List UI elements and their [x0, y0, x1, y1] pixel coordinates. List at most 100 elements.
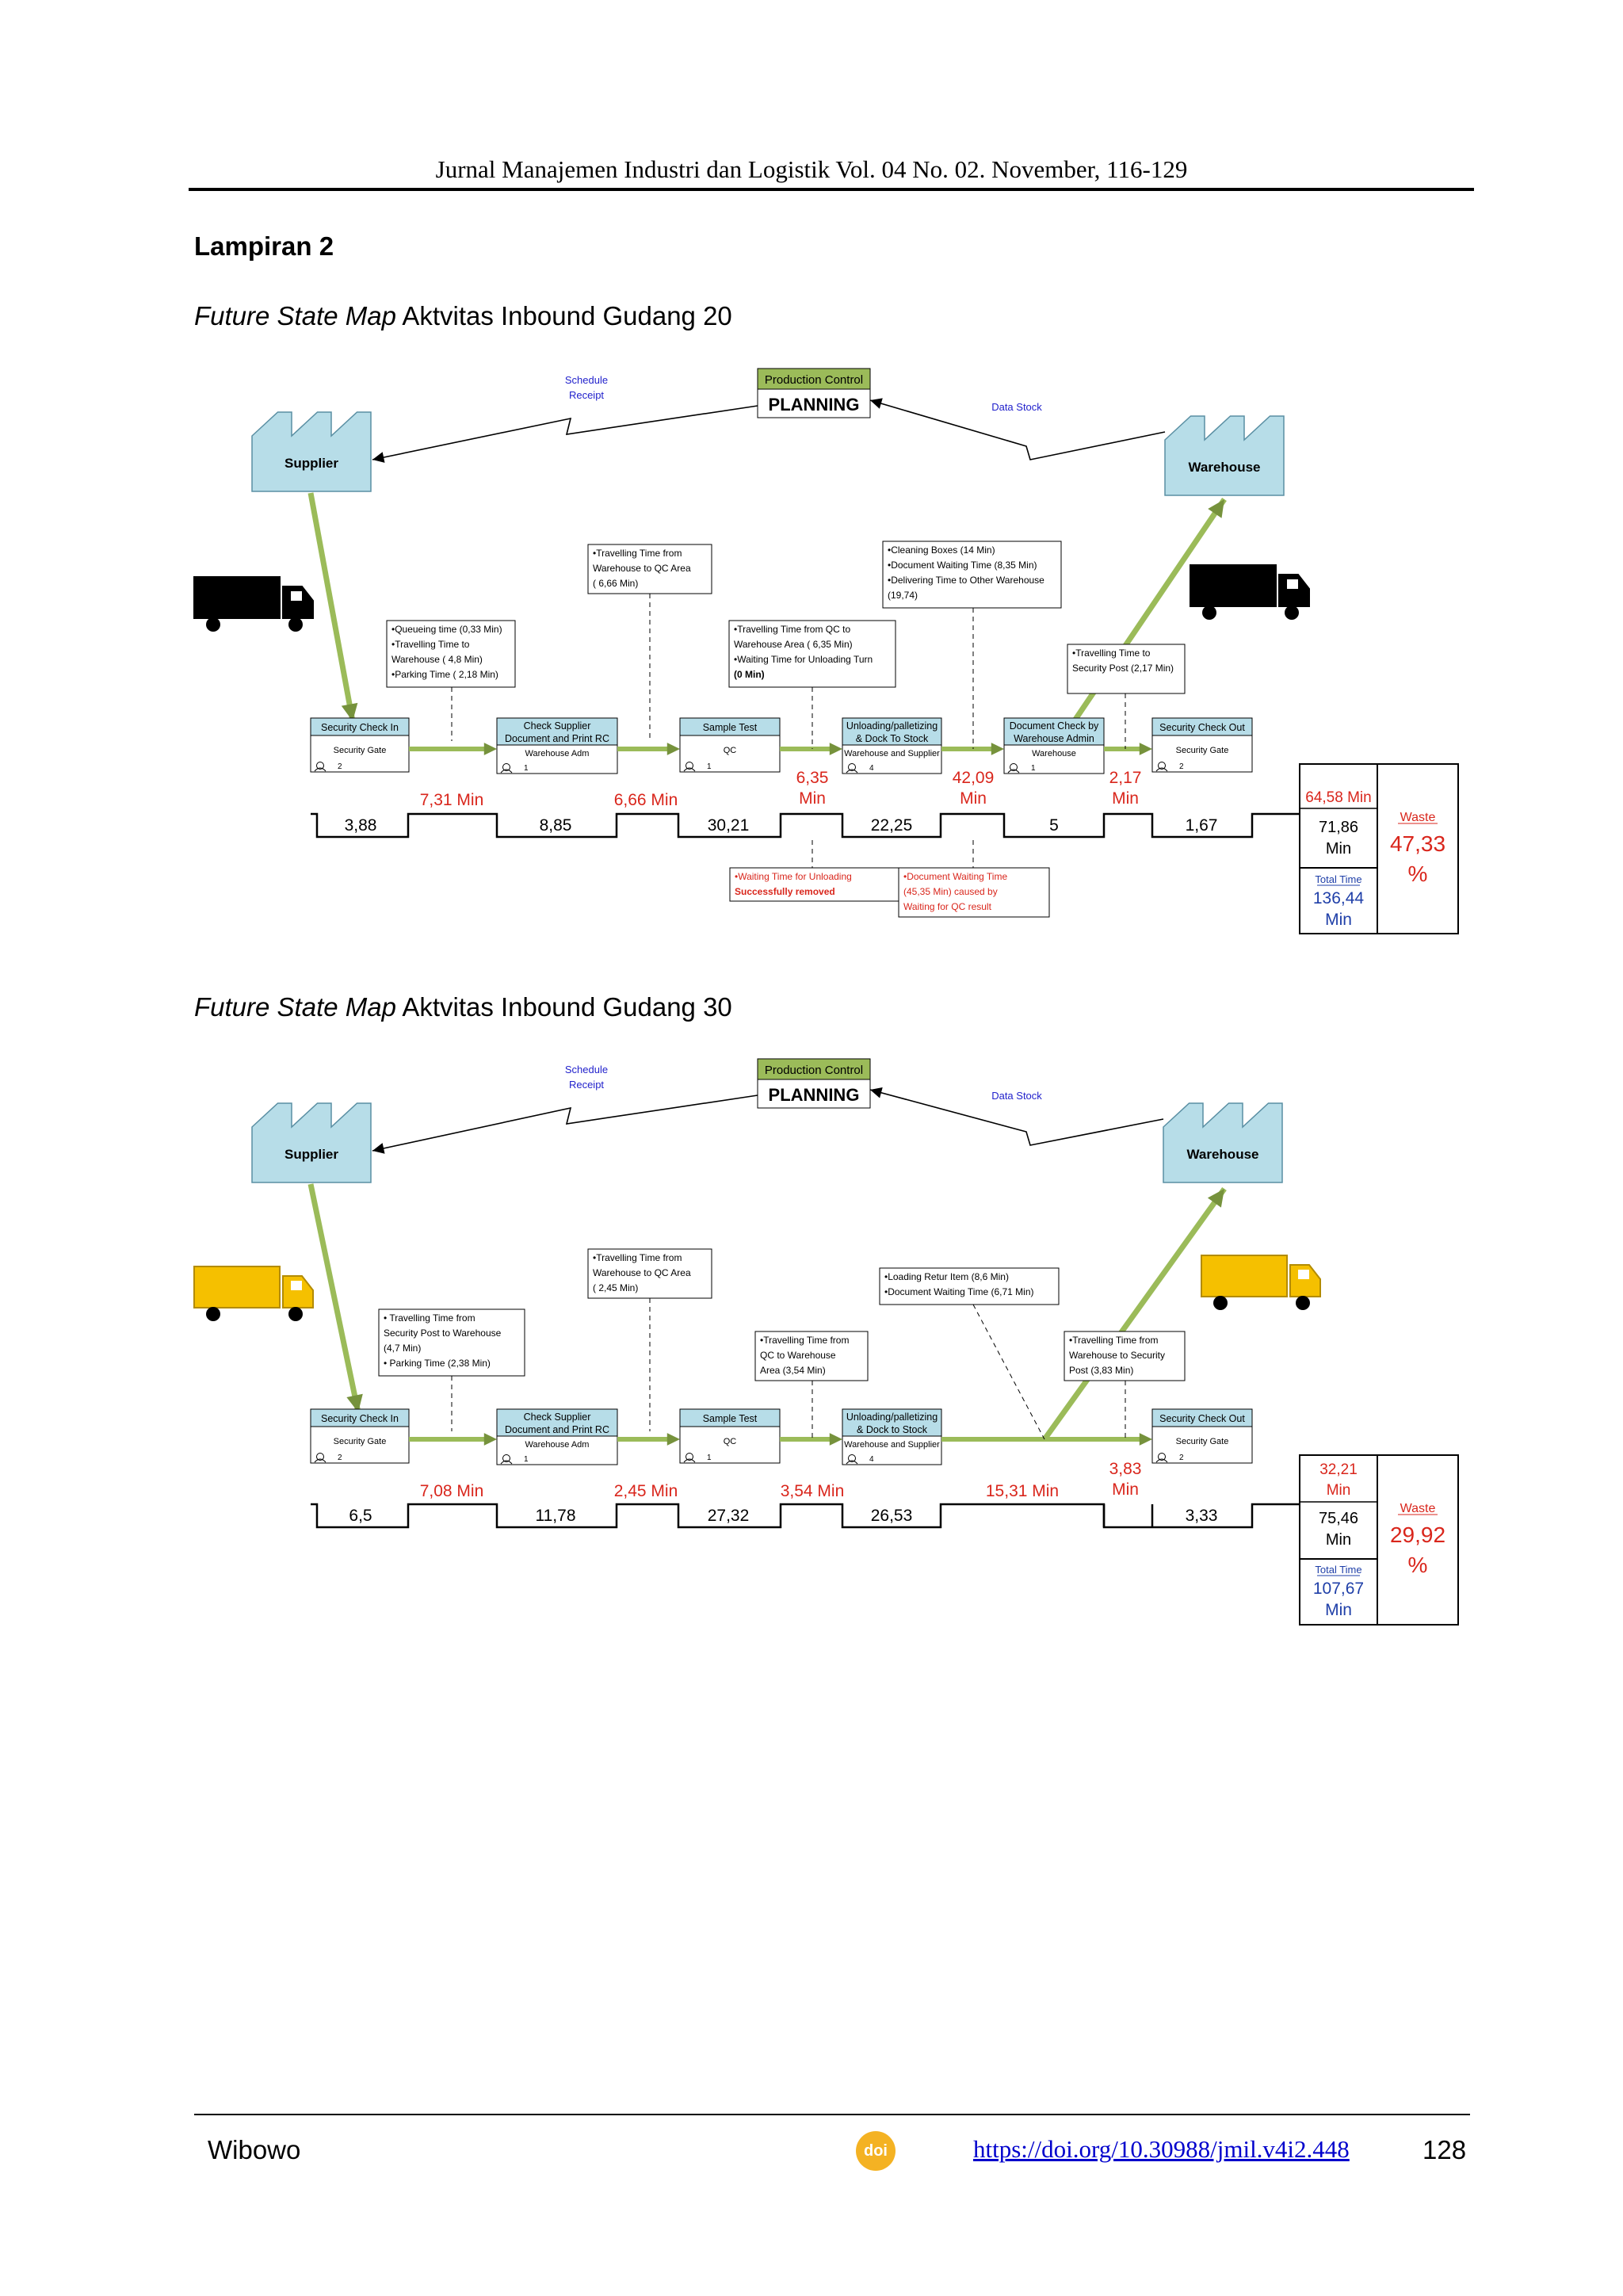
process-box-2-title: Check Supplier: [524, 720, 591, 732]
summary-va-line: 75,46: [1319, 1510, 1358, 1527]
summary-va-line: Min: [1326, 1531, 1351, 1549]
supplier-factory-label: Supplier: [285, 1147, 338, 1162]
inbound-truck-body: [193, 576, 281, 619]
process-box-3-operator-count: 1: [707, 762, 712, 771]
summary-waste-label: Waste: [1400, 1502, 1436, 1515]
note-travel-to-qc-line: •Travelling Time from: [593, 1252, 682, 1263]
summary-total-value-line: Min: [1325, 911, 1352, 929]
flow-arrow-head-4: [991, 743, 1004, 755]
note-cleaning-line: •Document Waiting Time (8,35 Min): [888, 560, 1037, 571]
note-cleaning-line: •Delivering Time to Other Warehouse: [888, 575, 1044, 586]
supplier-to-checkin-arrow-head: [346, 1393, 363, 1412]
flow-arrow-head-4: [1139, 1433, 1152, 1446]
inbound-truck-body: [193, 1266, 281, 1308]
wait-time-4-line: 42,09: [953, 769, 995, 787]
note-travel-to-security-line: Security Post (2,17 Min): [1072, 663, 1174, 674]
note-document-waiting-line: Waiting for QC result: [903, 901, 992, 912]
process-box-3-title: Sample Test: [703, 722, 758, 733]
note-travel-to-qc-line: Warehouse to QC Area: [593, 563, 691, 574]
inbound-truck-window: [291, 591, 302, 601]
summary-total-label: Total Time: [1315, 1564, 1361, 1576]
process-box-3-operator-count: 1: [707, 1454, 712, 1462]
outbound-truck-body: [1190, 564, 1277, 607]
process-time-5: 3,33: [1186, 1507, 1218, 1525]
wait-time-5-line: 2,17: [1109, 769, 1142, 787]
process-box-4-sub: Warehouse and Supplier: [844, 1440, 940, 1450]
inbound-truck-wheel: [288, 1307, 303, 1321]
process-box-1-title: Security Check In: [321, 1413, 399, 1424]
note-travel-from-qc-frame: [754, 1331, 869, 1381]
flow-arrow-head-3: [829, 1433, 842, 1446]
process-box-1-operator-icon: [316, 762, 324, 770]
process-box-5-sub: Warehouse: [1032, 749, 1076, 758]
summary-nva-line: 32,21: [1319, 1461, 1358, 1478]
schedule-receipt-label-line: Schedule: [565, 1064, 608, 1075]
process-box-5-operator-icon: [1007, 769, 1020, 774]
note-queueing-line: •Parking Time ( 2,18 Min): [391, 669, 498, 680]
map1-title-italic: Future State Map: [194, 301, 396, 330]
process-box-3-operator-icon: [685, 762, 693, 770]
note-travel-to-warehouse-line: Security Post to Warehouse: [384, 1328, 502, 1339]
note-unloading-removed-line: •Waiting Time for Unloading: [735, 871, 852, 882]
production-control-label: Production Control: [765, 373, 863, 387]
map1-title: Future State Map Aktvitas Inbound Gudang…: [194, 301, 732, 331]
summary-nva-line: Min: [1327, 1482, 1351, 1499]
wait-time-3-line: 3,54 Min: [781, 1482, 845, 1500]
supplier-factory-label: Supplier: [285, 456, 338, 471]
schedule-receipt-label-line: Receipt: [569, 1079, 604, 1091]
wait-time-1-line: 7,08 Min: [420, 1482, 484, 1500]
process-box-5-operator-count: 2: [1179, 1454, 1184, 1462]
process-time-4: 26,53: [871, 1507, 913, 1525]
footer-doi-link[interactable]: https://doi.org/10.30988/jmil.v4i2.448: [973, 2135, 1350, 2163]
outbound-truck-window: [1287, 579, 1298, 589]
timeline-ladder: [311, 812, 1300, 839]
note-queueing: •Queueing time (0,33 Min)•Travelling Tim…: [386, 620, 516, 688]
supplier-to-checkin-arrow: [307, 492, 356, 722]
process-box-2-title: Document and Print RC: [505, 1424, 609, 1435]
process-box-4-body: [842, 744, 942, 774]
planning-label: PLANNING: [769, 395, 860, 415]
wait-time-5-line: 3,83: [1109, 1460, 1142, 1478]
summary-waste: [1377, 1454, 1459, 1626]
warehouse-factory-label: Warehouse: [1188, 460, 1260, 475]
to-warehouse-arrow: [1042, 1186, 1227, 1442]
note-travel-to-qc-line: •Travelling Time from: [593, 548, 682, 559]
data-stock-label: Data Stock: [991, 1090, 1042, 1102]
schedule-flow-line: [372, 1095, 758, 1152]
process-box-1-title: Security Check In: [321, 722, 399, 733]
process-box-4-title: & Dock To Stock: [856, 733, 929, 744]
process-box-5-operator-count: 1: [1031, 764, 1036, 773]
summary-waste-value-line: %: [1408, 1553, 1428, 1577]
outbound-truck-wheel: [1296, 1296, 1310, 1310]
process-box-2-operator-icon: [500, 769, 513, 774]
supplier-factory: Supplier: [251, 411, 372, 492]
map2-title-rest: Aktvitas Inbound Gudang 30: [395, 992, 732, 1022]
process-time-1: 6,5: [349, 1507, 372, 1525]
leader-4: [972, 1304, 1045, 1440]
process-time-3: 27,32: [708, 1507, 750, 1525]
wait-time-3-line: Min: [799, 789, 826, 808]
wait-time-2-line: 2,45 Min: [614, 1482, 678, 1500]
note-travel-to-security-line: Warehouse to Security: [1069, 1350, 1165, 1361]
inbound-truck-wheel: [206, 617, 220, 632]
planning-box: [757, 1079, 871, 1109]
process-box-2-body: [496, 744, 618, 774]
process-box-3-operator-icon: [683, 767, 696, 772]
process-box-4-operator-icon: [848, 763, 856, 771]
outbound-truck-cab: [1278, 574, 1310, 607]
process-box-2-sub: Warehouse Adm: [525, 749, 590, 758]
process-box-5-body: [1003, 744, 1105, 774]
note-travel-to-warehouse: • Travelling Time from Security Post to …: [378, 1308, 525, 1377]
note-travel-to-qc-line: ( 6,66 Min): [593, 578, 638, 589]
summary-total-label: Total Time: [1315, 873, 1361, 885]
to-warehouse-arrow-head: [1208, 499, 1224, 518]
process-time-6: 1,67: [1186, 816, 1218, 835]
process-box-1-operator-icon: [316, 1453, 324, 1461]
note-cleaning: •Cleaning Boxes (14 Min)•Document Waitin…: [882, 541, 1062, 609]
